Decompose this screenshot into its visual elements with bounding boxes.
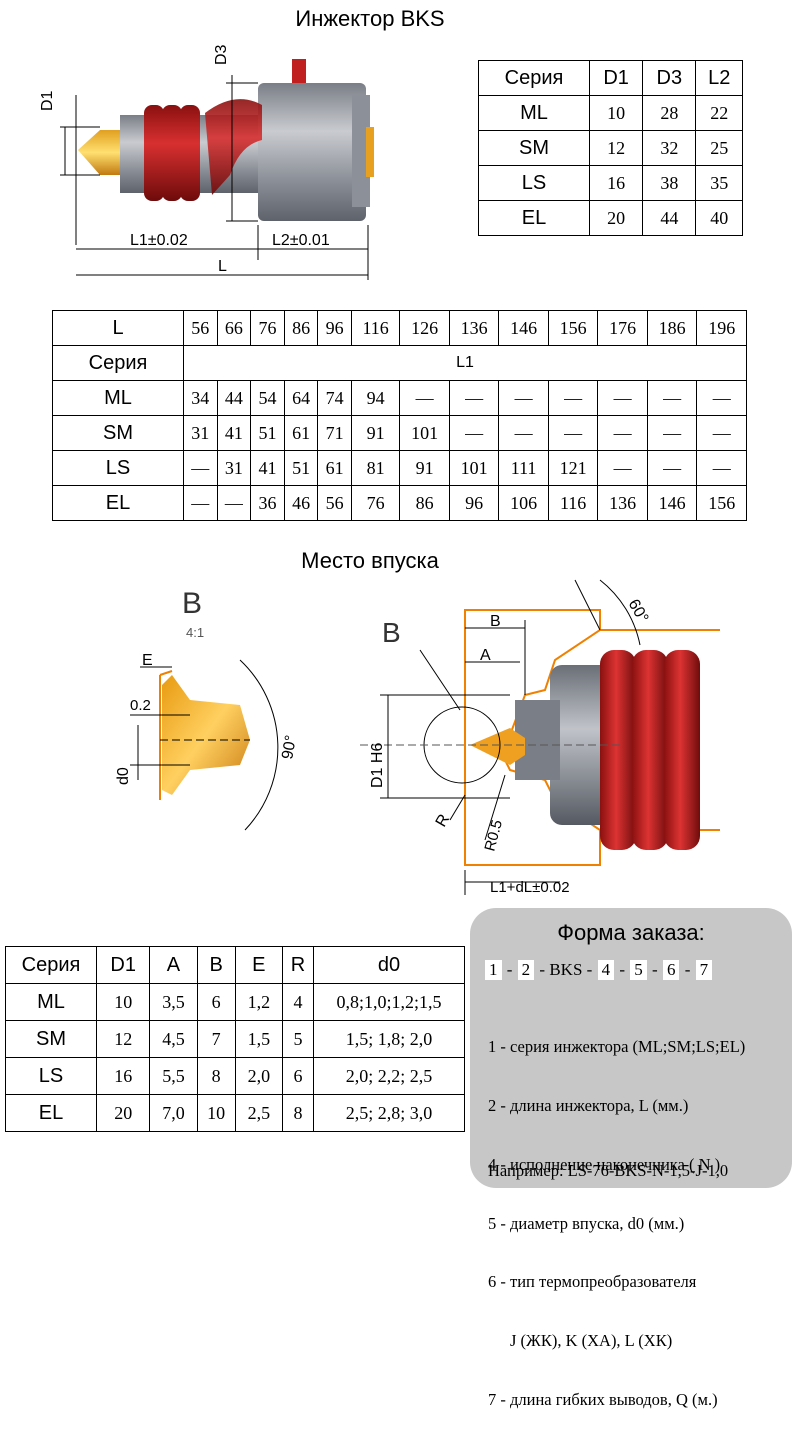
section-a: A (480, 647, 491, 664)
table-row: EL — — 36 46 56 76 86 96 106 116 136 146… (52, 485, 747, 521)
order-form-title: Форма заказа: (557, 920, 705, 945)
dim-d1: D1 (40, 90, 56, 111)
length-l-label: L (52, 310, 184, 346)
dims-header-d1: D1 (588, 60, 644, 96)
inlet-table: Серия D1 A B E R d0 ML 10 3,5 6 1,2 4 0,… (5, 946, 465, 1132)
length-table: L 56 66 76 86 96 116 126 136 146 156 176… (52, 310, 747, 521)
table-row: ML 10 3,5 6 1,2 4 0,8;1,0;1,2;1,5 (5, 983, 465, 1021)
length-header-row: L 56 66 76 86 96 116 126 136 146 156 176… (52, 310, 747, 346)
length-l1-label: L1 (183, 345, 747, 381)
section-angle: 60° (625, 597, 652, 626)
page-title: Инжектор BKS (295, 6, 445, 31)
injector-drawing: D1 D3 L1±0.02 L2±0.01 L (40, 44, 374, 280)
section-coil (600, 650, 636, 850)
dims-header-d3: D3 (642, 60, 697, 96)
detail-scale: 4:1 (186, 625, 204, 640)
wire-outlet (292, 59, 306, 83)
nozzle-tip (78, 130, 120, 175)
dim-l1: L1±0.02 (130, 232, 188, 249)
heater-coil (144, 105, 164, 201)
detail-gap: 0.2 (130, 697, 151, 714)
detail-d0: d0 (115, 767, 132, 785)
section-tip (470, 728, 525, 765)
table-row: LS — 31 41 51 61 81 91 101 111 121 — — — (52, 450, 747, 486)
injector-head (258, 83, 366, 221)
inlet-title: Место впуска (301, 548, 439, 573)
order-example: Например: LS-76-BKS-N-1,5-J-1,0 (488, 1161, 729, 1180)
dim-d3: D3 (213, 44, 230, 65)
table-row: EL 20 7,0 10 2,5 8 2,5; 2,8; 3,0 (5, 1094, 465, 1132)
table-row: SM 31 41 51 61 71 91 101 — — — — — — (52, 415, 747, 451)
length-series-label: Серия (52, 345, 184, 381)
dim-l2: L2±0.01 (272, 232, 330, 249)
table-row: EL 20 44 40 (478, 200, 743, 236)
table-row: ML 34 44 54 64 74 94 — — — — — — — (52, 380, 747, 416)
section-view-label: B (382, 617, 401, 648)
detail-tip (162, 675, 250, 795)
section-drawing: B B A 60° D1 H6 R R0.5 L1+dL±0.02 (360, 579, 720, 896)
table-row: LS 16 38 35 (478, 165, 743, 201)
section-r: R (433, 811, 454, 830)
order-form-lines: 1 - серия инжектора (ML;SM;LS;EL) 2 - дл… (488, 1037, 746, 1409)
order-code: 1 - 2 - BKS - 4 - 5 - 6 - 7 (484, 960, 713, 980)
table-row: SM 12 32 25 (478, 130, 743, 166)
dims-header-l2: L2 (695, 60, 743, 96)
order-form: Форма заказа: 1 - 2 - BKS - 4 - 5 - 6 - … (470, 908, 792, 1409)
section-d1h6: D1 H6 (369, 743, 386, 788)
detail-e: E (142, 652, 153, 669)
detail-view-label: B (182, 587, 202, 620)
table-row: SM 12 4,5 7 1,5 5 1,5; 1,8; 2,0 (5, 1020, 465, 1058)
dims-header-series: Серия (478, 60, 590, 96)
detail-view-drawing: B 4:1 E 0.2 d0 90° (115, 587, 300, 831)
dims-table: Серия D1 D3 L2 ML 10 28 22 SM 12 32 25 L… (478, 60, 743, 236)
table-row: LS 16 5,5 8 2,0 6 2,0; 2,2; 2,5 (5, 1057, 465, 1095)
table-row: ML 10 28 22 (478, 95, 743, 131)
section-b: B (490, 613, 501, 630)
dim-l: L (218, 258, 227, 275)
detail-angle: 90° (279, 734, 300, 761)
section-l1dl: L1+dL±0.02 (490, 879, 570, 896)
